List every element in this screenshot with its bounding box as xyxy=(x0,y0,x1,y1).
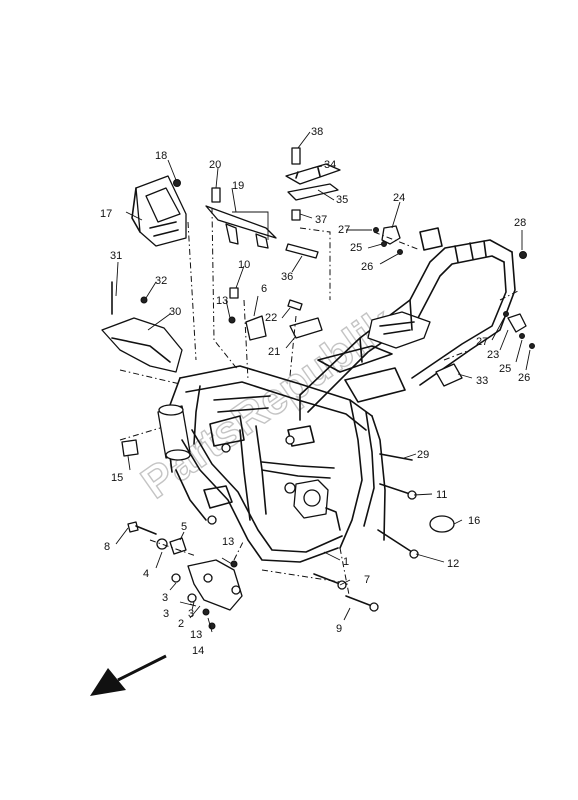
part-bolt-22 xyxy=(287,299,303,311)
callout-3a: 3 xyxy=(162,592,168,604)
part-cap-28 xyxy=(519,251,527,259)
callout-7: 7 xyxy=(364,574,370,586)
part-cap-15 xyxy=(121,439,139,457)
callout-25a: 25 xyxy=(350,242,362,254)
callout-6: 6 xyxy=(261,283,267,295)
callout-20: 20 xyxy=(209,159,221,171)
callout-4: 4 xyxy=(143,568,149,580)
callout-35: 35 xyxy=(336,194,348,206)
callout-24: 24 xyxy=(393,192,405,204)
part-collar-4 xyxy=(156,538,168,550)
callout-32: 32 xyxy=(155,275,167,287)
part-hook-24 xyxy=(381,225,401,245)
callout-10: 10 xyxy=(238,259,250,271)
part-nut-3a xyxy=(171,573,181,583)
callout-27b: 27 xyxy=(476,336,488,348)
part-hook-23 xyxy=(507,313,527,333)
leader-lines xyxy=(115,131,531,633)
callout-26a: 26 xyxy=(361,261,373,273)
callout-13c: 13 xyxy=(190,629,202,641)
part-bolt-25b xyxy=(519,333,525,339)
part-bolt-10 xyxy=(229,287,239,299)
callout-5: 5 xyxy=(181,521,187,533)
callout-12: 12 xyxy=(447,558,459,570)
front-direction-arrow xyxy=(90,654,167,696)
part-bolt-11 xyxy=(379,483,411,495)
part-bolt-20 xyxy=(211,187,221,203)
callout-37: 37 xyxy=(315,214,327,226)
part-bracket-21 xyxy=(289,317,323,339)
part-bolt-12 xyxy=(377,529,413,553)
part-bracket-33 xyxy=(435,363,463,387)
callout-labels: 1 2 3 3 3 4 5 6 7 8 9 10 11 12 13 13 13 … xyxy=(100,126,530,657)
callout-23: 23 xyxy=(487,349,499,361)
callout-15: 15 xyxy=(111,472,123,484)
callout-34: 34 xyxy=(324,159,336,171)
callout-30: 30 xyxy=(169,306,181,318)
callout-28: 28 xyxy=(514,217,526,229)
part-rod-29 xyxy=(379,453,413,461)
callout-3c: 3 xyxy=(163,608,169,620)
callout-11: 11 xyxy=(436,489,447,501)
callout-9: 9 xyxy=(336,623,342,635)
callout-31: 31 xyxy=(110,250,122,262)
callout-33: 33 xyxy=(476,375,488,387)
part-plug-16 xyxy=(429,515,455,533)
callout-18: 18 xyxy=(155,150,167,162)
part-collar-5 xyxy=(169,537,187,555)
part-bolt-18 xyxy=(173,179,181,187)
callout-16: 16 xyxy=(468,515,480,527)
part-bracket-2 xyxy=(187,559,243,611)
part-collar-27b xyxy=(503,311,509,317)
part-nut-3b xyxy=(187,593,197,603)
part-bolt-8 xyxy=(127,521,139,533)
callout-14: 14 xyxy=(192,645,204,657)
part-bolt-7 xyxy=(313,573,341,585)
callout-2: 2 xyxy=(178,618,184,630)
part-grommet-32 xyxy=(140,296,148,304)
callout-19: 19 xyxy=(232,180,244,192)
callout-38: 38 xyxy=(311,126,323,138)
callout-29: 29 xyxy=(417,449,429,461)
callout-13a: 13 xyxy=(216,295,228,307)
alignment-lines xyxy=(119,207,521,601)
callout-8: 8 xyxy=(104,541,110,553)
callout-3b: 3 xyxy=(188,608,194,620)
part-nut-13b xyxy=(202,608,210,616)
callout-26b: 26 xyxy=(518,372,530,384)
part-nut-13c xyxy=(230,560,238,568)
part-seat-bracket-group xyxy=(285,147,341,259)
part-nut-26a xyxy=(397,249,403,255)
part-bolt-25a xyxy=(381,241,387,247)
watermark: PartsRepublik xyxy=(133,298,404,508)
callout-21: 21 xyxy=(268,346,280,358)
part-bracket-6 xyxy=(245,315,267,341)
main-frame xyxy=(157,227,516,563)
callout-17: 17 xyxy=(100,208,112,220)
callout-13b: 13 xyxy=(222,536,234,548)
part-battery-holder xyxy=(131,175,187,247)
callout-25b: 25 xyxy=(499,363,511,375)
callout-36: 36 xyxy=(281,271,293,283)
part-bolt-9 xyxy=(345,595,373,607)
part-nut-26b xyxy=(529,343,535,349)
part-bracket-19 xyxy=(205,205,277,249)
callout-22: 22 xyxy=(265,312,277,324)
callout-27a: 27 xyxy=(338,224,350,236)
part-nut-13a xyxy=(228,316,236,324)
callout-1: 1 xyxy=(343,556,349,568)
